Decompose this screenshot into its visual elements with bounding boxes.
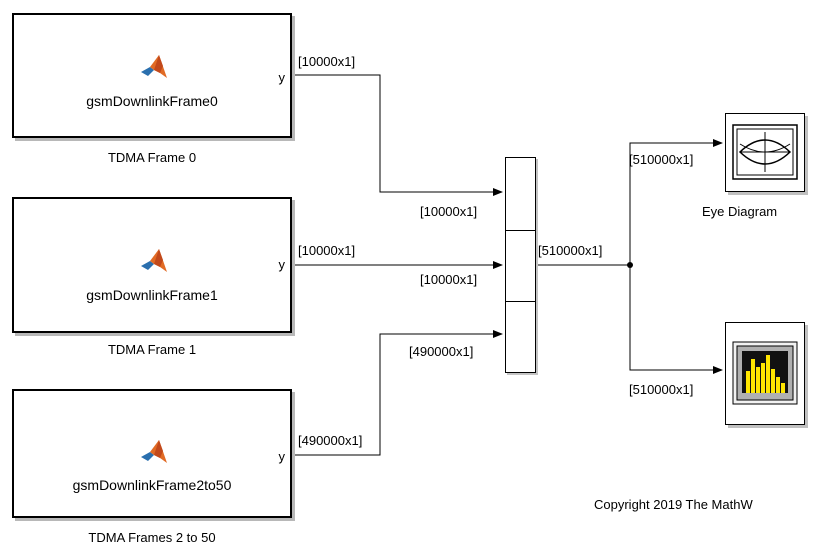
signal-line-frames2to50[interactable]: [292, 330, 503, 456]
bar-plot-icon: [732, 341, 798, 405]
function-name: gsmDownlinkFrame1: [86, 287, 218, 303]
matlab-logo-icon: [141, 440, 167, 463]
eye-diagram-block[interactable]: [725, 113, 805, 192]
signal-label-mux-in3: [490000x1]: [409, 344, 474, 359]
output-port-label: y: [278, 70, 286, 85]
signal-line-eye-diagram[interactable]: [629, 139, 723, 265]
block-caption[interactable]: TDMA Frame 0: [107, 150, 197, 165]
block-caption[interactable]: TDMA Frames 2 to 50: [88, 530, 216, 545]
output-port-label: y: [278, 257, 286, 272]
signal-label-frames2to50-out: [490000x1]: [298, 433, 363, 448]
spectrum-analyzer-block[interactable]: [725, 322, 805, 425]
mux-block[interactable]: [505, 157, 536, 373]
signal-label-mux-out: [510000x1]: [538, 243, 603, 258]
block-caption[interactable]: TDMA Frame 1: [107, 342, 197, 357]
function-name: gsmDownlinkFrame2to50: [72, 477, 232, 493]
signal-label-frame1-out: [10000x1]: [298, 243, 356, 258]
matlab-function-block-frame0[interactable]: gsmDownlinkFrame0 y: [12, 13, 292, 138]
matlab-logo-icon: [141, 55, 167, 78]
signal-label-frame0-out: [10000x1]: [298, 54, 356, 69]
copyright-text: Copyright 2019 The MathW: [594, 497, 753, 512]
eye-diagram-icon: [732, 124, 798, 180]
matlab-function-block-frames2to50[interactable]: gsmDownlinkFrame2to50 y: [12, 389, 292, 518]
signal-label-eye-diagram-in: [510000x1]: [629, 152, 694, 167]
signal-label-mux-in2: [10000x1]: [420, 272, 478, 287]
signal-label-spectrum-in: [510000x1]: [629, 382, 694, 397]
signal-line-spectrum[interactable]: [629, 265, 723, 374]
eye-diagram-caption[interactable]: Eye Diagram: [702, 204, 778, 219]
mux-divider: [506, 301, 535, 302]
signal-label-mux-in1: [10000x1]: [420, 204, 478, 219]
matlab-function-block-frame1[interactable]: gsmDownlinkFrame1 y: [12, 197, 292, 333]
signal-line-frame0[interactable]: [292, 74, 503, 196]
matlab-logo-icon: [141, 249, 167, 272]
mux-divider: [506, 230, 535, 231]
function-name: gsmDownlinkFrame0: [86, 93, 218, 109]
output-port-label: y: [278, 449, 286, 464]
